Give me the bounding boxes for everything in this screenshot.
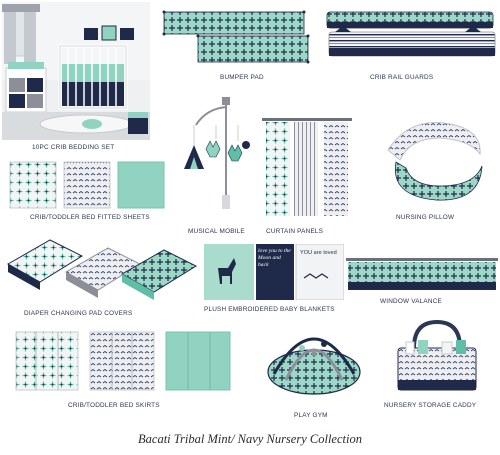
play-gym-photo [262,318,366,398]
caddy-label: NURSERY STORAGE CADDY [384,402,477,409]
nursing-pillow-photo [370,110,496,208]
bumper-pad-label: BUMPER PAD [220,74,264,81]
crib-set-label: 10PC CRIB BEDDING SET [32,144,115,151]
blanket-embroidered-text-right: YOU are loved [300,250,337,256]
collection-caption: Bacati Tribal Mint/ Navy Nursery Collect… [138,432,362,446]
blanket-embroidered-text-left: love you to the Moon and back [258,248,291,268]
nursery-room-image [2,2,150,140]
crib-bedding-set-photo [2,2,150,140]
nursing-pillow-label: NURSING PILLOW [396,214,455,221]
fitted-sheets-photos [6,160,168,210]
valance-label: WINDOW VALANCE [380,298,442,305]
window-valance-photo [346,256,498,294]
fitted-sheets-label: CRIB/TODDLER BED FITTED SHEETS [30,214,150,221]
bed-skirts-photos [12,326,234,394]
crib-rail-guards-photo [325,10,497,62]
storage-caddy-photo [392,318,482,394]
curtain-panels-label: CURTAIN PANELS [266,228,324,235]
rail-guards-label: CRIB RAIL GUARDS [370,74,434,81]
changing-pad-covers-photo [4,234,200,304]
play-gym-label: PLAY GYM [294,412,328,419]
bed-skirts-label: CRIB/TODDLER BED SKIRTS [68,402,160,409]
mobile-label: MUSICAL MOBILE [188,228,245,235]
curtain-panels-photo [262,118,352,218]
blankets-label: PLUSH EMBROIDERED BABY BLANKETS [204,306,335,313]
musical-mobile-photo [176,95,256,225]
bumper-pad-photo [160,8,310,68]
baby-blankets-photo: love you to the Moon and back YOU are lo… [204,244,344,300]
changing-pad-label: DIAPER CHANGING PAD COVERS [24,310,133,317]
